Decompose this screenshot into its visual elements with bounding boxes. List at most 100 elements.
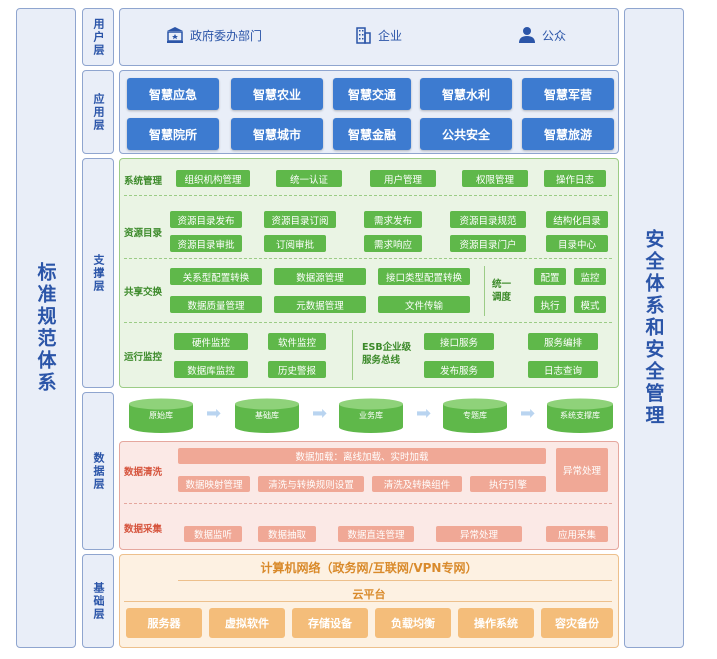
user-layer-tab: 用户层 bbox=[82, 8, 114, 66]
app-smart-tourism[interactable]: 智慧旅游 bbox=[522, 118, 614, 150]
collect-direct-connect[interactable]: 数据直连管理 bbox=[338, 526, 414, 542]
collect-data-listen[interactable]: 数据监听 bbox=[184, 526, 242, 542]
app-smart-institute[interactable]: 智慧院所 bbox=[127, 118, 219, 150]
user-item-label: 政府委办部门 bbox=[190, 28, 263, 43]
sys-operation-log[interactable]: 操作日志 bbox=[544, 170, 606, 187]
support-divider bbox=[124, 195, 612, 196]
database-cylinder-icon bbox=[547, 398, 613, 433]
base-server[interactable]: 服务器 bbox=[126, 608, 202, 638]
esb-bus-label: ESB企业级 服务总线 bbox=[362, 342, 412, 366]
db-system-support[interactable]: 系统支撑库 bbox=[546, 398, 614, 434]
database-cylinder-icon bbox=[129, 398, 193, 433]
support-layer-tab: 支撑层 bbox=[82, 158, 114, 388]
security-system-title: 安全体系和安全管理 bbox=[642, 229, 665, 427]
clean-execution-engine[interactable]: 执行引擎 bbox=[470, 476, 546, 492]
user-item-enterprise: 企业 bbox=[354, 26, 402, 44]
share-datasource-mgmt[interactable]: 数据源管理 bbox=[274, 268, 366, 285]
sys-org-mgmt[interactable]: 组织机构管理 bbox=[176, 170, 250, 187]
cloud-platform-title: 云平台 bbox=[352, 588, 386, 601]
res-demand-publish[interactable]: 需求发布 bbox=[364, 211, 422, 228]
db-business[interactable]: 业务库 bbox=[338, 398, 404, 434]
share-metadata-mgmt[interactable]: 元数据管理 bbox=[274, 296, 366, 313]
mon-hardware[interactable]: 硬件监控 bbox=[174, 333, 248, 350]
db-label: 专题库 bbox=[463, 411, 487, 420]
clean-data-mapping[interactable]: 数据映射管理 bbox=[178, 476, 250, 492]
share-exchange-label: 共享交换 bbox=[124, 287, 163, 298]
db-base[interactable]: 基础库 bbox=[234, 398, 300, 434]
user-item-label: 企业 bbox=[378, 28, 403, 43]
sys-permission-mgmt[interactable]: 权限管理 bbox=[462, 170, 528, 187]
standards-system-panel: 标准规范体系 bbox=[16, 8, 76, 648]
app-layer-label: 应用层 bbox=[92, 92, 105, 132]
user-item-government: 政府委办部门 bbox=[166, 26, 262, 44]
res-catalog-center[interactable]: 目录中心 bbox=[546, 235, 608, 252]
esb-publish-service[interactable]: 发布服务 bbox=[424, 361, 494, 378]
db-label: 业务库 bbox=[359, 411, 383, 420]
share-data-quality[interactable]: 数据质量管理 bbox=[170, 296, 262, 313]
database-cylinder-icon bbox=[339, 398, 403, 433]
res-catalog-publish[interactable]: 资源目录发布 bbox=[170, 211, 242, 228]
esb-log-query[interactable]: 日志查询 bbox=[528, 361, 598, 378]
mon-software[interactable]: 软件监控 bbox=[268, 333, 326, 350]
share-file-transfer[interactable]: 文件传输 bbox=[378, 296, 470, 313]
app-smart-agriculture[interactable]: 智慧农业 bbox=[231, 78, 323, 110]
dispatch-monitor[interactable]: 监控 bbox=[574, 268, 606, 285]
data-collection-label: 数据采集 bbox=[124, 524, 163, 535]
sys-user-mgmt[interactable]: 用户管理 bbox=[370, 170, 436, 187]
esb-interface-service[interactable]: 接口服务 bbox=[424, 333, 494, 350]
db-raw[interactable]: 原始库 bbox=[128, 398, 194, 434]
data-divider bbox=[124, 503, 612, 504]
base-virtual-software[interactable]: 虚拟软件 bbox=[209, 608, 285, 638]
res-catalog-portal[interactable]: 资源目录门户 bbox=[450, 235, 526, 252]
app-smart-barracks[interactable]: 智慧军营 bbox=[522, 78, 614, 110]
government-building-icon bbox=[167, 27, 183, 43]
app-smart-transport[interactable]: 智慧交通 bbox=[333, 78, 411, 110]
user-item-label: 公众 bbox=[542, 28, 567, 43]
mon-database[interactable]: 数据库监控 bbox=[174, 361, 248, 378]
data-layer-tab: 数据层 bbox=[82, 392, 114, 550]
clean-component[interactable]: 清洗及转换组件 bbox=[372, 476, 462, 492]
dispatch-execute[interactable]: 执行 bbox=[534, 296, 566, 313]
esb-service-orchestration[interactable]: 服务编排 bbox=[528, 333, 598, 350]
dispatch-config[interactable]: 配置 bbox=[534, 268, 566, 285]
user-layer-panel bbox=[119, 8, 619, 66]
database-cylinder-icon bbox=[235, 398, 299, 433]
office-building-icon bbox=[356, 27, 371, 44]
res-catalog-approval[interactable]: 资源目录审批 bbox=[170, 235, 242, 252]
sys-unified-auth[interactable]: 统一认证 bbox=[276, 170, 342, 187]
dispatch-mode[interactable]: 模式 bbox=[574, 296, 606, 313]
support-divider bbox=[124, 322, 612, 323]
app-smart-water[interactable]: 智慧水利 bbox=[420, 78, 512, 110]
base-operating-system[interactable]: 操作系统 bbox=[458, 608, 534, 638]
database-cylinder-icon bbox=[443, 398, 507, 433]
res-catalog-subscribe[interactable]: 资源目录订阅 bbox=[264, 211, 336, 228]
app-smart-finance[interactable]: 智慧金融 bbox=[333, 118, 411, 150]
app-smart-city[interactable]: 智慧城市 bbox=[231, 118, 323, 150]
base-layer-label: 基础层 bbox=[92, 581, 105, 621]
db-label: 基础库 bbox=[255, 411, 279, 420]
mon-history-alarm[interactable]: 历史警报 bbox=[268, 361, 326, 378]
res-subscribe-approval[interactable]: 订阅审批 bbox=[264, 235, 326, 252]
base-disaster-backup[interactable]: 容灾备份 bbox=[541, 608, 613, 638]
user-layer-label: 用户层 bbox=[92, 17, 105, 57]
clean-exception-handling[interactable]: 异常处理 bbox=[556, 448, 608, 492]
share-interface-config[interactable]: 接口类型配置转换 bbox=[378, 268, 470, 285]
base-storage-device[interactable]: 存储设备 bbox=[292, 608, 368, 638]
collect-data-extract[interactable]: 数据抽取 bbox=[258, 526, 316, 542]
res-demand-response[interactable]: 需求响应 bbox=[364, 235, 422, 252]
app-smart-emergency[interactable]: 智慧应急 bbox=[127, 78, 219, 110]
clean-rule-setting[interactable]: 清洗与转换规则设置 bbox=[258, 476, 364, 492]
collect-exception-handling[interactable]: 异常处理 bbox=[436, 526, 522, 542]
share-relational-config[interactable]: 关系型配置转换 bbox=[170, 268, 262, 285]
app-public-safety[interactable]: 公共安全 bbox=[420, 118, 512, 150]
base-load-balance[interactable]: 负载均衡 bbox=[375, 608, 451, 638]
resource-catalog-label: 资源目录 bbox=[124, 228, 163, 239]
db-topic[interactable]: 专题库 bbox=[442, 398, 508, 434]
security-system-panel: 安全体系和安全管理 bbox=[624, 8, 684, 648]
data-loading-bar[interactable]: 数据加载：离线加载、实时加载 bbox=[178, 448, 546, 464]
res-structured-catalog[interactable]: 结构化目录 bbox=[546, 211, 608, 228]
res-catalog-spec[interactable]: 资源目录规范 bbox=[450, 211, 526, 228]
collect-app-collection[interactable]: 应用采集 bbox=[546, 526, 608, 542]
db-label: 原始库 bbox=[149, 411, 173, 420]
dispatch-divider bbox=[484, 266, 485, 316]
